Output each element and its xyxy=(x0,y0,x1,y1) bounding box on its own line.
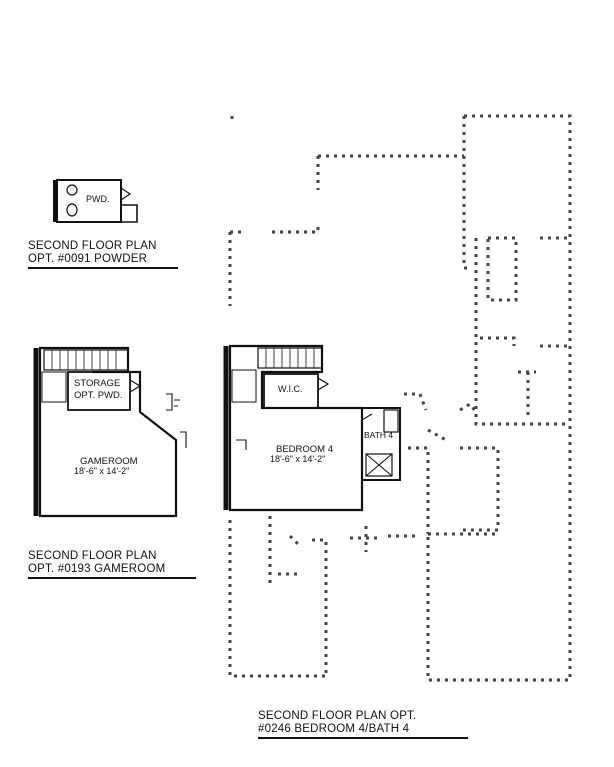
bedroom4-caption: SECOND FLOOR PLAN OPT. #0246 BEDROOM 4/B… xyxy=(258,710,468,739)
bedroom4-walls xyxy=(228,344,364,512)
bedroom4-caption-line1: SECOND FLOOR PLAN OPT. xyxy=(258,710,417,722)
storage-opt-pwd-room xyxy=(67,371,131,411)
gameroom-option-plan xyxy=(33,346,187,518)
gameroom-stair-treads xyxy=(51,350,117,370)
bedroom4-label: BEDROOM 4 xyxy=(276,444,333,455)
bath4-door-swing xyxy=(361,413,373,421)
bath4-shower xyxy=(365,453,393,477)
powder-caption: SECOND FLOOR PLAN OPT. #0091 POWDER xyxy=(28,240,178,269)
gameroom-landing-stair xyxy=(41,371,67,403)
powder-closet-outline xyxy=(121,204,138,223)
bath4-label: BATH 4 xyxy=(364,430,393,440)
storage-opt-pwd-label: OPT. PWD. xyxy=(74,390,123,401)
right-wing-outline xyxy=(426,114,572,682)
gameroom-caption: SECOND FLOOR PLAN OPT. #0193 GAMEROOM xyxy=(28,550,196,579)
right-wing-room-a xyxy=(486,236,518,302)
powder-option-plan xyxy=(53,179,138,223)
powder-caption-line1: SECOND FLOOR PLAN xyxy=(28,240,157,252)
right-wing-stub xyxy=(518,370,536,418)
bath4-walls xyxy=(362,407,401,481)
bath4-toilet xyxy=(383,409,399,433)
bedroom4-landing-stair xyxy=(231,369,257,403)
mid-right-room xyxy=(460,446,500,532)
bedroom4-option-plan xyxy=(223,344,401,512)
gameroom-ext-detail-2 xyxy=(180,431,187,448)
wic-label: W.I.C. xyxy=(278,384,303,394)
gameroom-walls xyxy=(38,346,178,518)
context-dashed-walls xyxy=(228,114,572,682)
gameroom-size: 18'-6" x 14'-2" xyxy=(74,466,129,476)
wic-door-swing xyxy=(317,377,330,391)
powder-room-label: PWD. xyxy=(86,194,110,204)
powder-door-swing xyxy=(120,187,132,201)
bedroom4-caption-line2: #0246 BEDROOM 4/BATH 4 xyxy=(258,723,468,739)
storage-label: STORAGE xyxy=(74,378,120,389)
right-wing-inner-left xyxy=(462,116,470,270)
bedroom4-size: 18'-6" x 14'-2" xyxy=(270,454,325,464)
powder-caption-line2: OPT. #0091 POWDER xyxy=(28,253,178,269)
storage-door-swing xyxy=(129,379,142,393)
gameroom-stair xyxy=(43,349,129,371)
wic-room xyxy=(263,373,319,409)
gameroom-ext-detail xyxy=(166,393,180,411)
right-wing-room-b xyxy=(480,336,516,346)
bedroom4-stair-treads xyxy=(265,348,315,368)
upper-left-wall xyxy=(228,230,242,306)
gameroom-caption-line1: SECOND FLOOR PLAN xyxy=(28,550,157,562)
right-wing-lower xyxy=(474,238,570,426)
bedroom4-interior-detail xyxy=(236,439,247,450)
powder-toilet-fixture xyxy=(66,184,78,196)
gameroom-label: GAMEROOM xyxy=(80,456,138,467)
gameroom-caption-line2: OPT. #0193 GAMEROOM xyxy=(28,563,196,579)
lower-left-wall xyxy=(228,520,330,678)
powder-sink-fixture xyxy=(66,203,78,217)
